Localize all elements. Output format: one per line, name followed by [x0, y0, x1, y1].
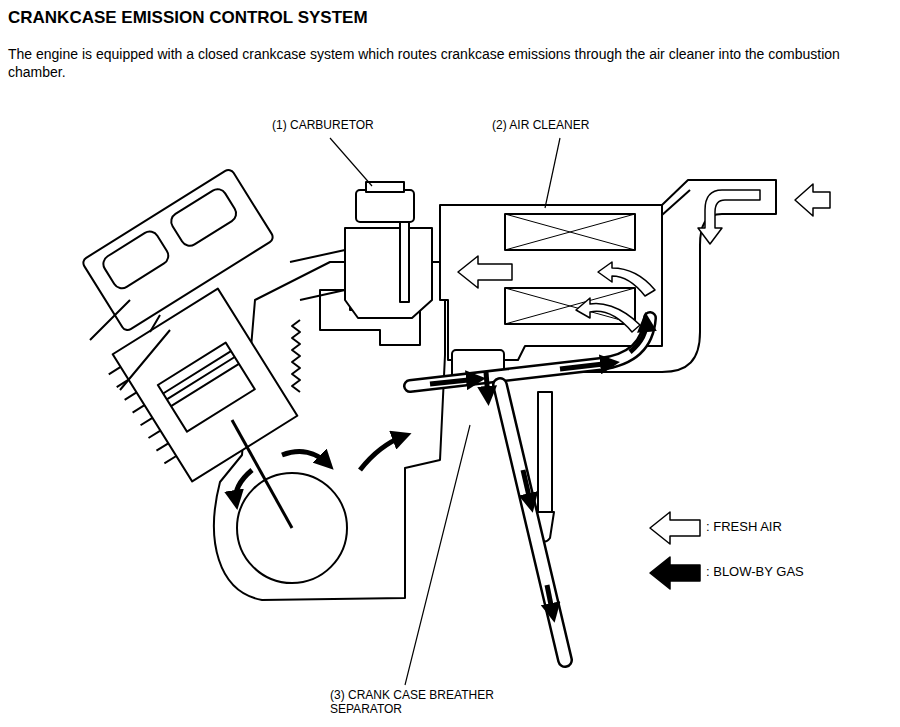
part-label: (1) CARBURETOR	[272, 118, 412, 132]
part-label: (2) AIR CLEANER	[492, 118, 632, 132]
page-title: CRANKCASE EMISSION CONTROL SYSTEM	[8, 8, 368, 28]
legend-sample	[650, 512, 700, 544]
part-label: (3) CRANK CASE BREATHER SEPARATOR	[330, 688, 515, 717]
intro-note: The engine is equipped with a closed cra…	[8, 46, 893, 81]
legend-text: : BLOW-BY GAS	[706, 564, 804, 580]
legend-sample	[650, 557, 700, 589]
legend-text: : FRESH AIR	[706, 519, 782, 535]
